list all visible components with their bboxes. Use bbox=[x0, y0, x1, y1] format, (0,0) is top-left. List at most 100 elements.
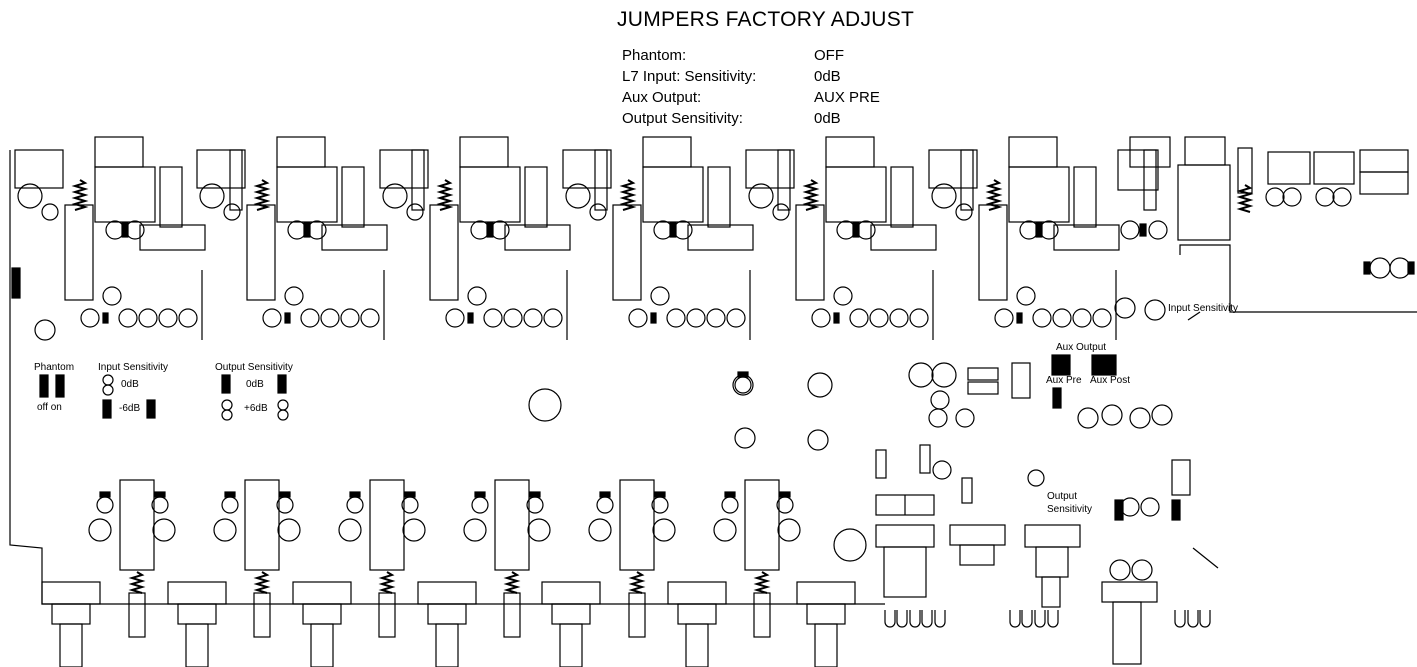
jack-housing bbox=[459, 166, 521, 223]
capacitor-circle bbox=[1151, 404, 1173, 426]
connector-block bbox=[1117, 149, 1159, 191]
capacitor-circle bbox=[1109, 559, 1131, 581]
resistor bbox=[967, 381, 999, 395]
fader-neck bbox=[551, 603, 591, 625]
capacitor-cap bbox=[224, 491, 236, 498]
capacitor-circle bbox=[360, 308, 380, 328]
ic-column bbox=[429, 204, 459, 301]
capacitor-circle bbox=[445, 308, 465, 328]
leg-pin bbox=[1009, 610, 1021, 628]
jumper-block bbox=[146, 399, 156, 419]
capacitor-circle bbox=[1032, 308, 1052, 328]
connector-block bbox=[14, 149, 64, 189]
jumper-block bbox=[1035, 222, 1043, 238]
capacitor-circle bbox=[213, 518, 237, 542]
capacitor-circle bbox=[1389, 257, 1411, 279]
spring-coil bbox=[436, 179, 454, 211]
capacitor-circle bbox=[118, 308, 138, 328]
capacitor-circle bbox=[406, 203, 424, 221]
capacitor-circle bbox=[402, 518, 426, 542]
ic-column bbox=[246, 204, 276, 301]
leg-pin bbox=[884, 610, 896, 628]
capacitor-circle bbox=[1140, 497, 1160, 517]
pot-body bbox=[744, 479, 780, 571]
capacitor-circle bbox=[1016, 286, 1036, 306]
capacitor-circle bbox=[1315, 187, 1335, 207]
jack-top bbox=[94, 136, 144, 168]
fader-neck bbox=[677, 603, 717, 625]
capacitor-circle bbox=[102, 374, 114, 386]
capacitor-circle bbox=[836, 220, 856, 240]
capacitor-circle bbox=[88, 518, 112, 542]
fader-neck bbox=[51, 603, 91, 625]
right-sensitivity-label: Sensitivity bbox=[1047, 504, 1092, 515]
jumper-block bbox=[486, 222, 494, 238]
connector-block bbox=[1359, 171, 1409, 195]
connector-block bbox=[196, 149, 246, 189]
capacitor-circle bbox=[178, 308, 198, 328]
capacitor-circle bbox=[17, 183, 43, 209]
fader-knob bbox=[41, 581, 101, 605]
capacitor-circle bbox=[277, 409, 289, 421]
capacitor-cap bbox=[654, 491, 666, 498]
capacitor-cap bbox=[474, 491, 486, 498]
jumper-block bbox=[102, 399, 112, 419]
jumper-block bbox=[833, 312, 840, 324]
capacitor-circle bbox=[811, 308, 831, 328]
pot-shaft bbox=[128, 592, 146, 638]
capacitor-circle bbox=[527, 518, 551, 542]
connector-block bbox=[379, 149, 429, 189]
capacitor-circle bbox=[908, 362, 934, 388]
capacitor-circle bbox=[955, 203, 973, 221]
slot-rect bbox=[1237, 147, 1253, 194]
jack-top bbox=[1129, 136, 1171, 168]
pot-shaft bbox=[890, 166, 914, 228]
fader-knob bbox=[321, 224, 388, 251]
capacitor-circle bbox=[833, 286, 853, 306]
leg-pin bbox=[909, 610, 921, 628]
capacitor-circle bbox=[931, 362, 957, 388]
spring-coil bbox=[985, 179, 1003, 211]
connector-block bbox=[1011, 362, 1031, 399]
capacitor-circle bbox=[1129, 407, 1151, 429]
jumper-block bbox=[852, 222, 860, 238]
spring-coil bbox=[802, 179, 820, 211]
jumper-block bbox=[1139, 223, 1147, 237]
capacitor-circle bbox=[589, 203, 607, 221]
capacitor-circle bbox=[307, 220, 327, 240]
capacitor-circle bbox=[34, 319, 56, 341]
capacitor-circle bbox=[1092, 308, 1112, 328]
capacitor-circle bbox=[1072, 308, 1092, 328]
pot-shaft bbox=[1073, 166, 1097, 228]
spring-coil bbox=[253, 571, 271, 594]
fader-stem bbox=[185, 623, 209, 667]
fader-knob bbox=[504, 224, 571, 251]
capacitor-circle bbox=[1077, 407, 1099, 429]
ic-column bbox=[978, 204, 1008, 301]
capacitor-circle bbox=[734, 376, 752, 394]
leg-pin bbox=[921, 610, 933, 628]
input-0db-label: 0dB bbox=[121, 379, 139, 390]
pot-shaft bbox=[707, 166, 731, 228]
capacitor-circle bbox=[1144, 299, 1166, 321]
pot-body bbox=[494, 479, 530, 571]
capacitor-circle bbox=[1114, 297, 1136, 319]
leg-pin bbox=[1021, 610, 1033, 628]
capacitor-circle bbox=[726, 308, 746, 328]
capacitor-circle bbox=[807, 372, 833, 398]
spring-coil bbox=[71, 179, 89, 211]
leg-pin bbox=[1034, 610, 1046, 628]
capacitor-circle bbox=[41, 203, 59, 221]
capacitor-circle bbox=[1265, 187, 1285, 207]
capacitor-circle bbox=[673, 220, 693, 240]
capacitor-circle bbox=[721, 496, 739, 514]
capacitor-circle bbox=[732, 374, 754, 396]
capacitor-circle bbox=[777, 518, 801, 542]
pot-shaft bbox=[753, 592, 771, 638]
output-6db-label: +6dB bbox=[244, 403, 268, 414]
ic-column bbox=[795, 204, 825, 301]
fader-knob bbox=[1024, 524, 1081, 548]
spring-coil bbox=[503, 571, 521, 594]
capacitor-circle bbox=[138, 308, 158, 328]
input-sensitivity-label: Input Sensitivity bbox=[98, 362, 168, 373]
